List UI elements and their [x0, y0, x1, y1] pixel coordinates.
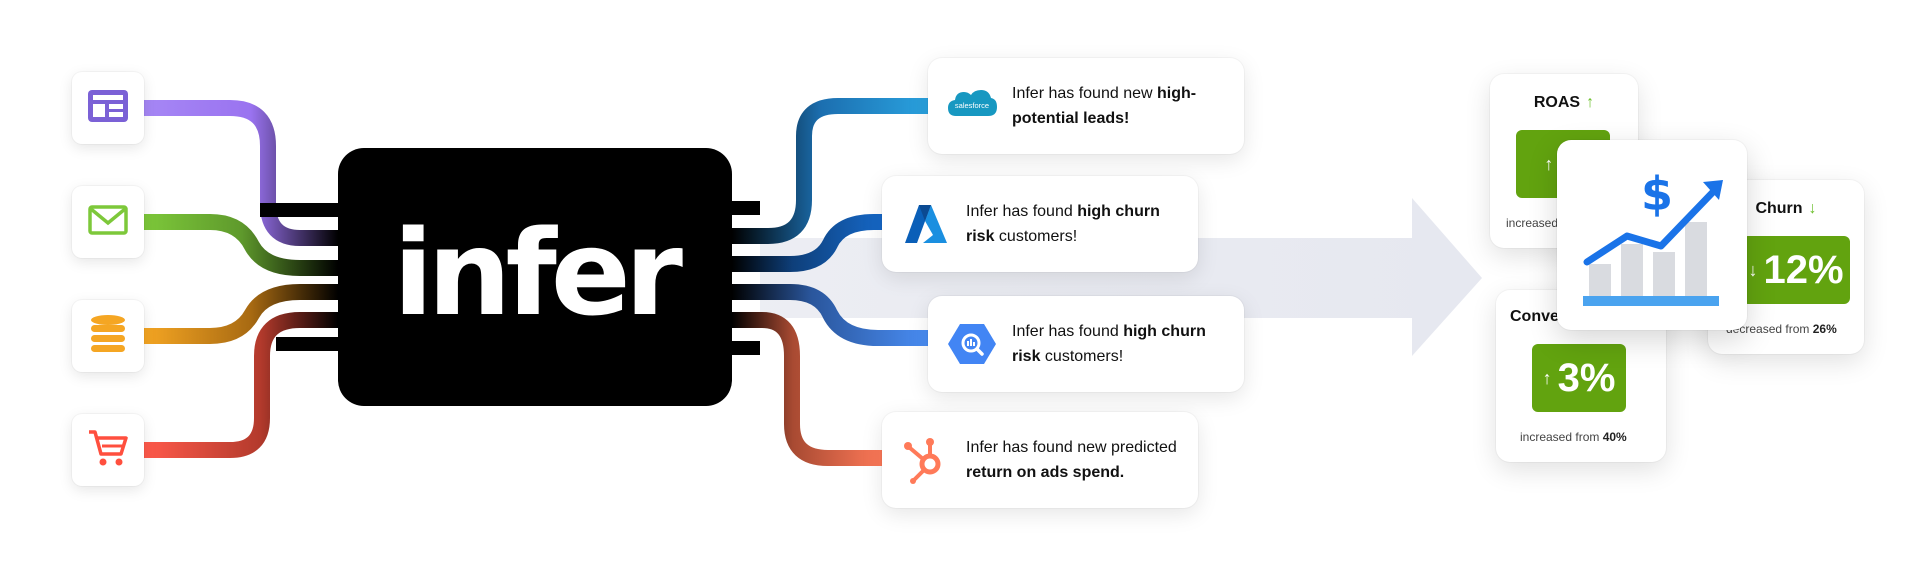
- kpi-value-conversion: ↑3%: [1532, 344, 1626, 412]
- source-layout: [72, 72, 144, 144]
- insight-card-azure: Infer has found high churn risk customer…: [882, 176, 1198, 272]
- wire-database: [144, 284, 338, 344]
- wire-layout: [144, 100, 338, 246]
- svg-text:salesforce: salesforce: [955, 101, 989, 110]
- hubspot-logo: [900, 434, 952, 486]
- kpi-title-churn: Churn↓: [1755, 200, 1817, 217]
- bigquery-logo: [946, 318, 998, 370]
- up-arrow-icon: ↑: [1542, 367, 1552, 388]
- down-arrow-icon: ↓: [1808, 200, 1817, 217]
- wire-hubspot: [732, 312, 884, 466]
- wire-cart: [144, 312, 338, 458]
- source-email: [72, 186, 144, 258]
- mail-icon: [88, 204, 128, 240]
- insight-text: Infer has found high churn risk customer…: [1012, 323, 1206, 365]
- source-shop: [72, 414, 144, 486]
- insight-text: Infer has found new high-potential leads…: [1012, 85, 1197, 127]
- kpi-title-conversion: Conve: [1510, 308, 1559, 325]
- up-arrow-icon: ↑: [1586, 94, 1595, 111]
- wire-bigquery: [732, 284, 930, 346]
- growth-chart-icon: $: [1557, 140, 1747, 335]
- source-database: [72, 300, 144, 372]
- insight-card-salesforce: salesforce Infer has found new high-pote…: [928, 58, 1244, 154]
- database-icon: [89, 314, 127, 359]
- brand-wordmark: infer: [392, 204, 683, 342]
- kpi-foot-roas: increased: [1506, 216, 1559, 230]
- wire-azure: [732, 214, 884, 272]
- up-arrow-icon: ↑: [1544, 153, 1554, 174]
- insight-text: Infer has found new predicted return on …: [966, 439, 1177, 481]
- azure-logo: [900, 198, 952, 250]
- insight-card-hubspot: Infer has found new predicted return on …: [882, 412, 1198, 508]
- shopping-cart-icon: [87, 428, 129, 473]
- wire-salesforce: [732, 98, 930, 244]
- brand-box: infer: [338, 148, 732, 406]
- wire-mail: [144, 214, 338, 276]
- kpi-foot-conversion: increased from 40%: [1520, 430, 1627, 444]
- kpi-foot-churn: decreased from 26%: [1726, 322, 1837, 336]
- svg-text:$: $: [1641, 167, 1673, 221]
- insight-text: Infer has found high churn risk customer…: [966, 203, 1160, 245]
- layout-icon: [88, 89, 128, 127]
- insight-card-bigquery: Infer has found high churn risk customer…: [928, 296, 1244, 392]
- down-arrow-icon: ↓: [1748, 259, 1758, 280]
- kpi-value-churn: ↓12%: [1742, 236, 1850, 304]
- chart-card: $: [1557, 140, 1747, 330]
- kpi-title-roas: ROAS↑: [1533, 94, 1595, 111]
- salesforce-logo: salesforce: [946, 80, 998, 132]
